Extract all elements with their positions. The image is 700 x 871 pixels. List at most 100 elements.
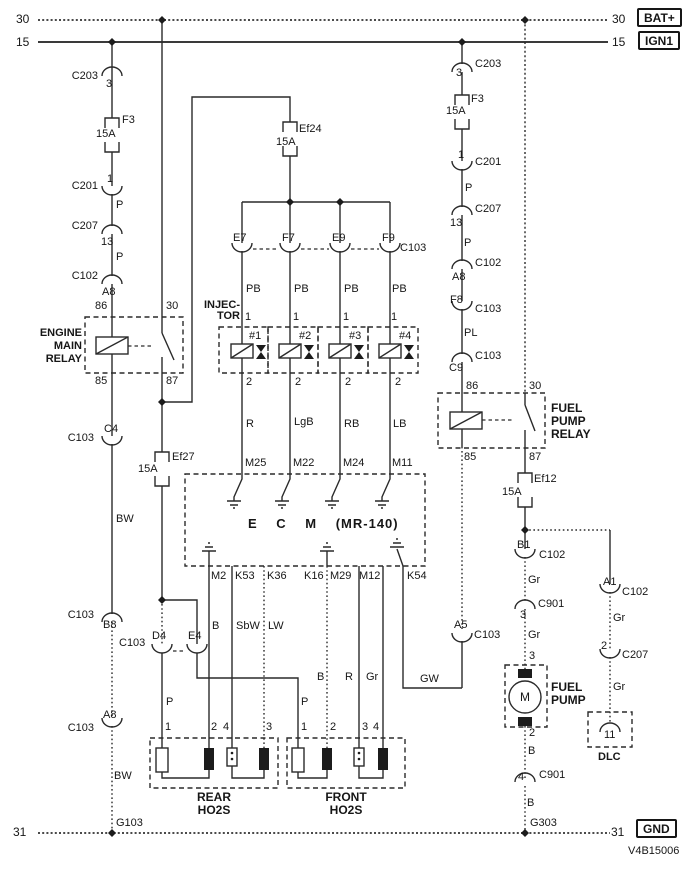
- connector-c103-d4e4: C103: [119, 637, 146, 649]
- connector-c207-right: C207: [475, 203, 502, 215]
- pin-a8-c102-left: A8: [102, 286, 116, 298]
- inj1-pin1: 1: [245, 311, 252, 323]
- ecm-pin-k36: K36: [267, 570, 287, 582]
- wire-p-rear: P: [166, 696, 174, 708]
- connector-c102-b1: C102: [539, 549, 566, 561]
- dlc-name: DLC: [598, 751, 621, 763]
- inj4-pin1: 1: [391, 311, 398, 323]
- ecm-pin-m12: M12: [359, 570, 381, 582]
- pin-f8: F8: [450, 294, 463, 306]
- wire-pb-1: PB: [246, 283, 261, 295]
- emr-pin-85: 85: [95, 375, 108, 387]
- pin-e7: E7: [233, 232, 247, 244]
- pin-3-c901: 3: [520, 609, 527, 621]
- fuse-f3-left-amp: 15A: [96, 128, 116, 140]
- connector-c201-right: C201: [475, 156, 502, 168]
- wire-gr-dlc-1: Gr: [613, 612, 626, 624]
- wire-b-pump-1: B: [528, 745, 536, 757]
- rear-ho2s-pin1: 1: [165, 721, 172, 733]
- wire-sbw-k53: SbW: [236, 620, 260, 632]
- rear-ho2s-pin2: 2: [211, 721, 218, 733]
- connector-c103-b8: C103: [67, 609, 94, 621]
- fuse-f3-left-label: F3: [122, 114, 135, 126]
- rail-30-left-label: 30: [16, 12, 30, 26]
- rear-ho2s-name: REAR HO2S: [150, 791, 278, 817]
- fuse-ef12-label: Ef12: [534, 473, 557, 485]
- pin-c9: C9: [449, 362, 464, 374]
- rear-ho2s-pin3: 3: [266, 721, 273, 733]
- ecm-pin-k54: K54: [407, 570, 427, 582]
- connector-c207-left: C207: [71, 220, 98, 232]
- wire-pb-2: PB: [294, 283, 309, 295]
- front-ho2s-name-line1: FRONT: [325, 790, 367, 804]
- connector-c103-f8: C103: [475, 303, 502, 315]
- wire-gr-m12: Gr: [366, 671, 379, 683]
- connector-c901-3: C901: [538, 598, 565, 610]
- wire-gr-pump-2: Gr: [528, 629, 541, 641]
- bat-tag: BAT+: [637, 8, 682, 27]
- motor-m-symbol-label: M: [520, 690, 530, 704]
- rear-ho2s-name-line1: REAR: [196, 790, 231, 804]
- rear-ho2s: [149, 737, 279, 789]
- fuel-pump-name-line2: PUMP: [551, 693, 586, 707]
- ecm-pin-m29: M29: [330, 570, 352, 582]
- pin-b1: B1: [517, 539, 531, 551]
- pin-1-c201-left: 1: [107, 173, 114, 185]
- ecm-pin-m22: M22: [293, 457, 315, 469]
- pin-3-c203-left: 3: [106, 78, 113, 90]
- pin-c4: C4: [104, 423, 119, 435]
- ground-g303-label: G303: [530, 817, 557, 829]
- pin-a1: A1: [603, 576, 617, 588]
- connector-c103-injectors: C103: [400, 242, 427, 254]
- wire-r-m29: R: [345, 671, 353, 683]
- injector-2-number: #2: [299, 330, 312, 342]
- front-ho2s-pin1: 1: [301, 721, 308, 733]
- rail-30-right-label: 30: [612, 12, 626, 26]
- ecm-pin-k53: K53: [235, 570, 255, 582]
- fuse-f3-right-label: F3: [471, 93, 484, 105]
- front-ho2s-name-line2: HO2S: [329, 803, 363, 817]
- pin-a8-c103: A8: [103, 709, 117, 721]
- fuse-ef24-amp: 15A: [276, 136, 296, 148]
- fpr-name-line2: PUMP: [551, 414, 586, 428]
- wire-bw-1: BW: [116, 513, 134, 525]
- wire-b-pump-2: B: [527, 797, 535, 809]
- wire-gw-k54: GW: [420, 673, 439, 685]
- fuse-ef27-label: Ef27: [172, 451, 195, 463]
- ecm-pin-m2: M2: [211, 570, 227, 582]
- rear-ho2s-name-line2: HO2S: [197, 803, 231, 817]
- fuse-ef24-label: Ef24: [299, 123, 322, 135]
- connector-c203-left: C203: [71, 70, 98, 82]
- emr-name-line2: MAIN: [53, 340, 82, 352]
- fpr-pin-85: 85: [464, 451, 477, 463]
- wire-b-k16: B: [317, 671, 325, 683]
- emr-pin-86: 86: [95, 300, 108, 312]
- pin-b8: B8: [103, 619, 117, 631]
- rear-ho2s-pin4: 4: [223, 721, 230, 733]
- wire-p-left-2: P: [116, 251, 124, 263]
- fpr-name-line3: RELAY: [551, 427, 591, 441]
- pin-f7: F7: [282, 232, 295, 244]
- front-ho2s-pin4: 4: [373, 721, 380, 733]
- pin-f9: F9: [382, 232, 395, 244]
- emr-pin-30: 30: [166, 300, 179, 312]
- pin-2-c207: 2: [601, 640, 608, 652]
- inj3-pin1: 1: [343, 311, 350, 323]
- injector-4-number: #4: [399, 330, 412, 342]
- pin-11-dlc: 11: [604, 729, 616, 741]
- wire-rb-inj3: RB: [344, 418, 360, 430]
- connector-c103-a5: C103: [474, 629, 501, 641]
- wire-p-right-2: P: [464, 237, 472, 249]
- connector-c102-left: C102: [71, 270, 98, 282]
- fuel-pump-relay-name: FUEL PUMP RELAY: [551, 402, 591, 441]
- power-rails: [38, 19, 610, 834]
- rail-31-left-label: 31: [13, 825, 27, 839]
- wire-lgb-inj2: LgB: [294, 416, 314, 428]
- injector-3-number: #3: [349, 330, 362, 342]
- pin-1-c201-right: 1: [458, 149, 465, 161]
- engine-main-relay-name: ENGINE MAIN RELAY: [18, 327, 82, 366]
- front-ho2s-pin3: 3: [362, 721, 369, 733]
- injector-title-line2: TOR: [216, 310, 240, 322]
- connector-c103-a8: C103: [67, 722, 94, 734]
